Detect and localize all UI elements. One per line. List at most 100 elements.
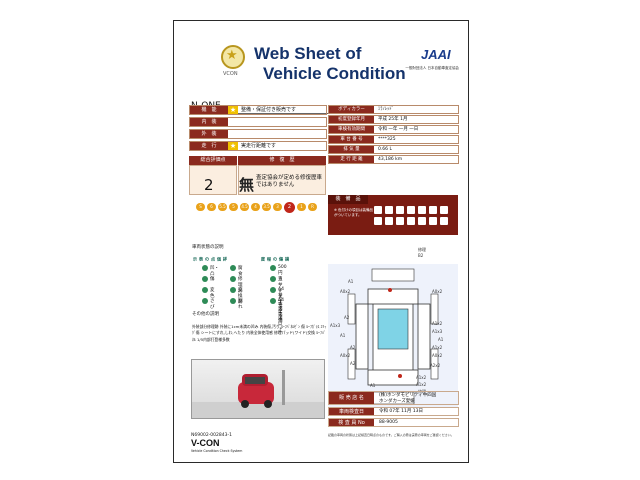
- car-diagram-icon: [347, 268, 439, 405]
- size-label: A4サイズ未満: [278, 287, 284, 322]
- diagram-label: A1x2: [416, 382, 427, 387]
- legend-vertical-label: 評価点の表示: [193, 257, 228, 262]
- scale-tick: 4.5: [240, 203, 249, 211]
- replace-icon: [230, 287, 236, 293]
- diagram-label: B2: [418, 253, 424, 258]
- legend-label: 修理跡: [238, 277, 243, 294]
- spec-value: 0.66 L: [378, 147, 392, 152]
- equipment-icon: [429, 217, 437, 225]
- corrosion-icon: [230, 265, 236, 271]
- jaai-org-name: 一般財団法人 日本自動車査定協会: [405, 66, 459, 70]
- legend-label: 傷: [210, 277, 215, 282]
- size-label: A4サイズ以上: [278, 298, 284, 333]
- scale-tick: 5.5: [218, 203, 227, 211]
- equipment-icon: [440, 206, 448, 214]
- spec-value: 令和 一年 一月 一日: [378, 127, 419, 132]
- spec-row-chassis: 車 台 番 号 ****325: [328, 135, 459, 144]
- vcon-logo-text: VCON: [223, 71, 238, 77]
- sheet-title-line1: Web Sheet of: [254, 44, 362, 63]
- condition-sheet: ★ VCON Web Sheet of Vehicle Condition JA…: [173, 20, 469, 463]
- diagram-label: A1: [348, 279, 354, 284]
- repair-text: 査定協会が定める修復歴車ではありません: [256, 175, 323, 188]
- scale-tick: S: [196, 203, 205, 211]
- legend-label: 割れ: [238, 299, 243, 310]
- status-value: 整備・保証付き販売です: [241, 107, 297, 113]
- spec-row-registration: 初度登録年月 平成 25年 1月: [328, 115, 459, 124]
- legend-vertical-label: 損傷の程度: [261, 257, 290, 262]
- equipment-icon: [374, 217, 382, 225]
- equipment-icon: [385, 206, 393, 214]
- vcon-brand: V-CON: [191, 438, 220, 448]
- diagram-label: 修理: [418, 247, 426, 252]
- legend-label: 変色: [210, 288, 215, 299]
- vehicle-photo: [191, 359, 325, 419]
- sheet-title-line2: Vehicle Condition: [263, 64, 406, 83]
- spec-row-color: ボディカラー ﾐﾗﾉﾚｯﾄﾞ: [328, 105, 459, 114]
- status-row-exterior: 外 装: [189, 129, 327, 139]
- equipment-icon: [407, 217, 415, 225]
- repair-box: [238, 165, 326, 195]
- status-row-interior: 内 装: [189, 117, 327, 127]
- repair-mark: 無: [239, 176, 255, 194]
- diagram-label: A2x2: [430, 363, 441, 368]
- diagram-label: A0x2: [432, 353, 443, 358]
- equipment-header: 装 備 品: [328, 195, 368, 204]
- diagram-label: A1x3: [330, 323, 341, 328]
- equipment-note: ※ 色付けの項目は装備品がついています。: [334, 208, 374, 217]
- status-row-mileage: 走 行 ★ 実走行距離です: [189, 141, 327, 151]
- dent-icon: [202, 265, 208, 271]
- size-label: カードサイズ未満: [278, 277, 283, 324]
- legend-title: 車両状態の説明: [192, 245, 224, 250]
- divider: [189, 113, 459, 114]
- spec-value: ﾐﾗﾉﾚｯﾄﾞ: [378, 107, 394, 112]
- equipment-icon: [429, 206, 437, 214]
- status-value: 実走行距離です: [241, 143, 277, 149]
- dealer-label: 販 売 店 名: [329, 392, 374, 404]
- spec-label: 初度登録年月: [329, 116, 374, 123]
- inspector-row: 検 査 員 No 88-9005: [328, 418, 459, 427]
- diagram-label: A1x3: [432, 329, 443, 334]
- diagram-label: A1x2: [432, 321, 443, 326]
- score-scale: S 6 5.5 5 4.5 4 3.5 3 2 1 R: [196, 202, 322, 213]
- star-icon: ★: [226, 48, 238, 63]
- diagram-label: A1: [340, 333, 346, 338]
- legend-label: 交換跡: [238, 288, 243, 305]
- diagram-label: A2: [350, 345, 356, 350]
- footer-note: 記載の車両の状態は上記検査日時点のものです。ご購入の際は実際の車両をご確認くださ…: [328, 433, 454, 437]
- diagram-label: A2: [350, 361, 356, 366]
- star-icon: ★: [228, 142, 238, 150]
- repair-icon: [230, 276, 236, 282]
- diagram-label: A1x2: [416, 375, 427, 380]
- scale-tick: 5: [229, 203, 238, 211]
- equipment-icon: [374, 206, 382, 214]
- equipment-icon: [418, 217, 426, 225]
- scale-tick: 3: [273, 203, 282, 211]
- damage-diagram: [328, 264, 458, 407]
- size-label: 500円玉サイズ未満: [278, 265, 287, 312]
- scale-tick-selected: 2: [284, 202, 295, 213]
- score-value: 2: [204, 176, 214, 194]
- comments-title: その他の説明: [192, 312, 219, 317]
- inspection-date-value: 令和 07年 11月 13日: [379, 409, 423, 414]
- diagram-label: A1: [370, 383, 376, 388]
- status-label: 外 装: [190, 130, 228, 138]
- inspection-date-row: 車両検査日 令和 07年 11月 13日: [328, 407, 459, 416]
- spec-value: ****325: [378, 137, 396, 142]
- equipment-icon: [396, 217, 404, 225]
- spec-label: 走 行 距 離: [329, 156, 374, 163]
- diagram-label: A0x2: [432, 289, 443, 294]
- score-header: 総合評価点: [189, 156, 237, 165]
- status-label: 機 能: [190, 106, 228, 114]
- scale-tick: 3.5: [262, 203, 271, 211]
- scratch-icon: [202, 276, 208, 282]
- spec-label: 車検有効期間: [329, 126, 374, 133]
- rust-icon: [202, 298, 208, 304]
- equipment-icon: [418, 206, 426, 214]
- equipment-icon: [385, 217, 393, 225]
- diagram-label: A0x2: [340, 289, 351, 294]
- vcon-logo: [221, 45, 245, 69]
- scale-tick: 4: [251, 203, 260, 211]
- spec-row-mileage: 走 行 距 離 43,186 km: [328, 155, 459, 164]
- star-icon: ★: [228, 106, 238, 114]
- spec-row-displacement: 排 気 量 0.66 L: [328, 145, 459, 154]
